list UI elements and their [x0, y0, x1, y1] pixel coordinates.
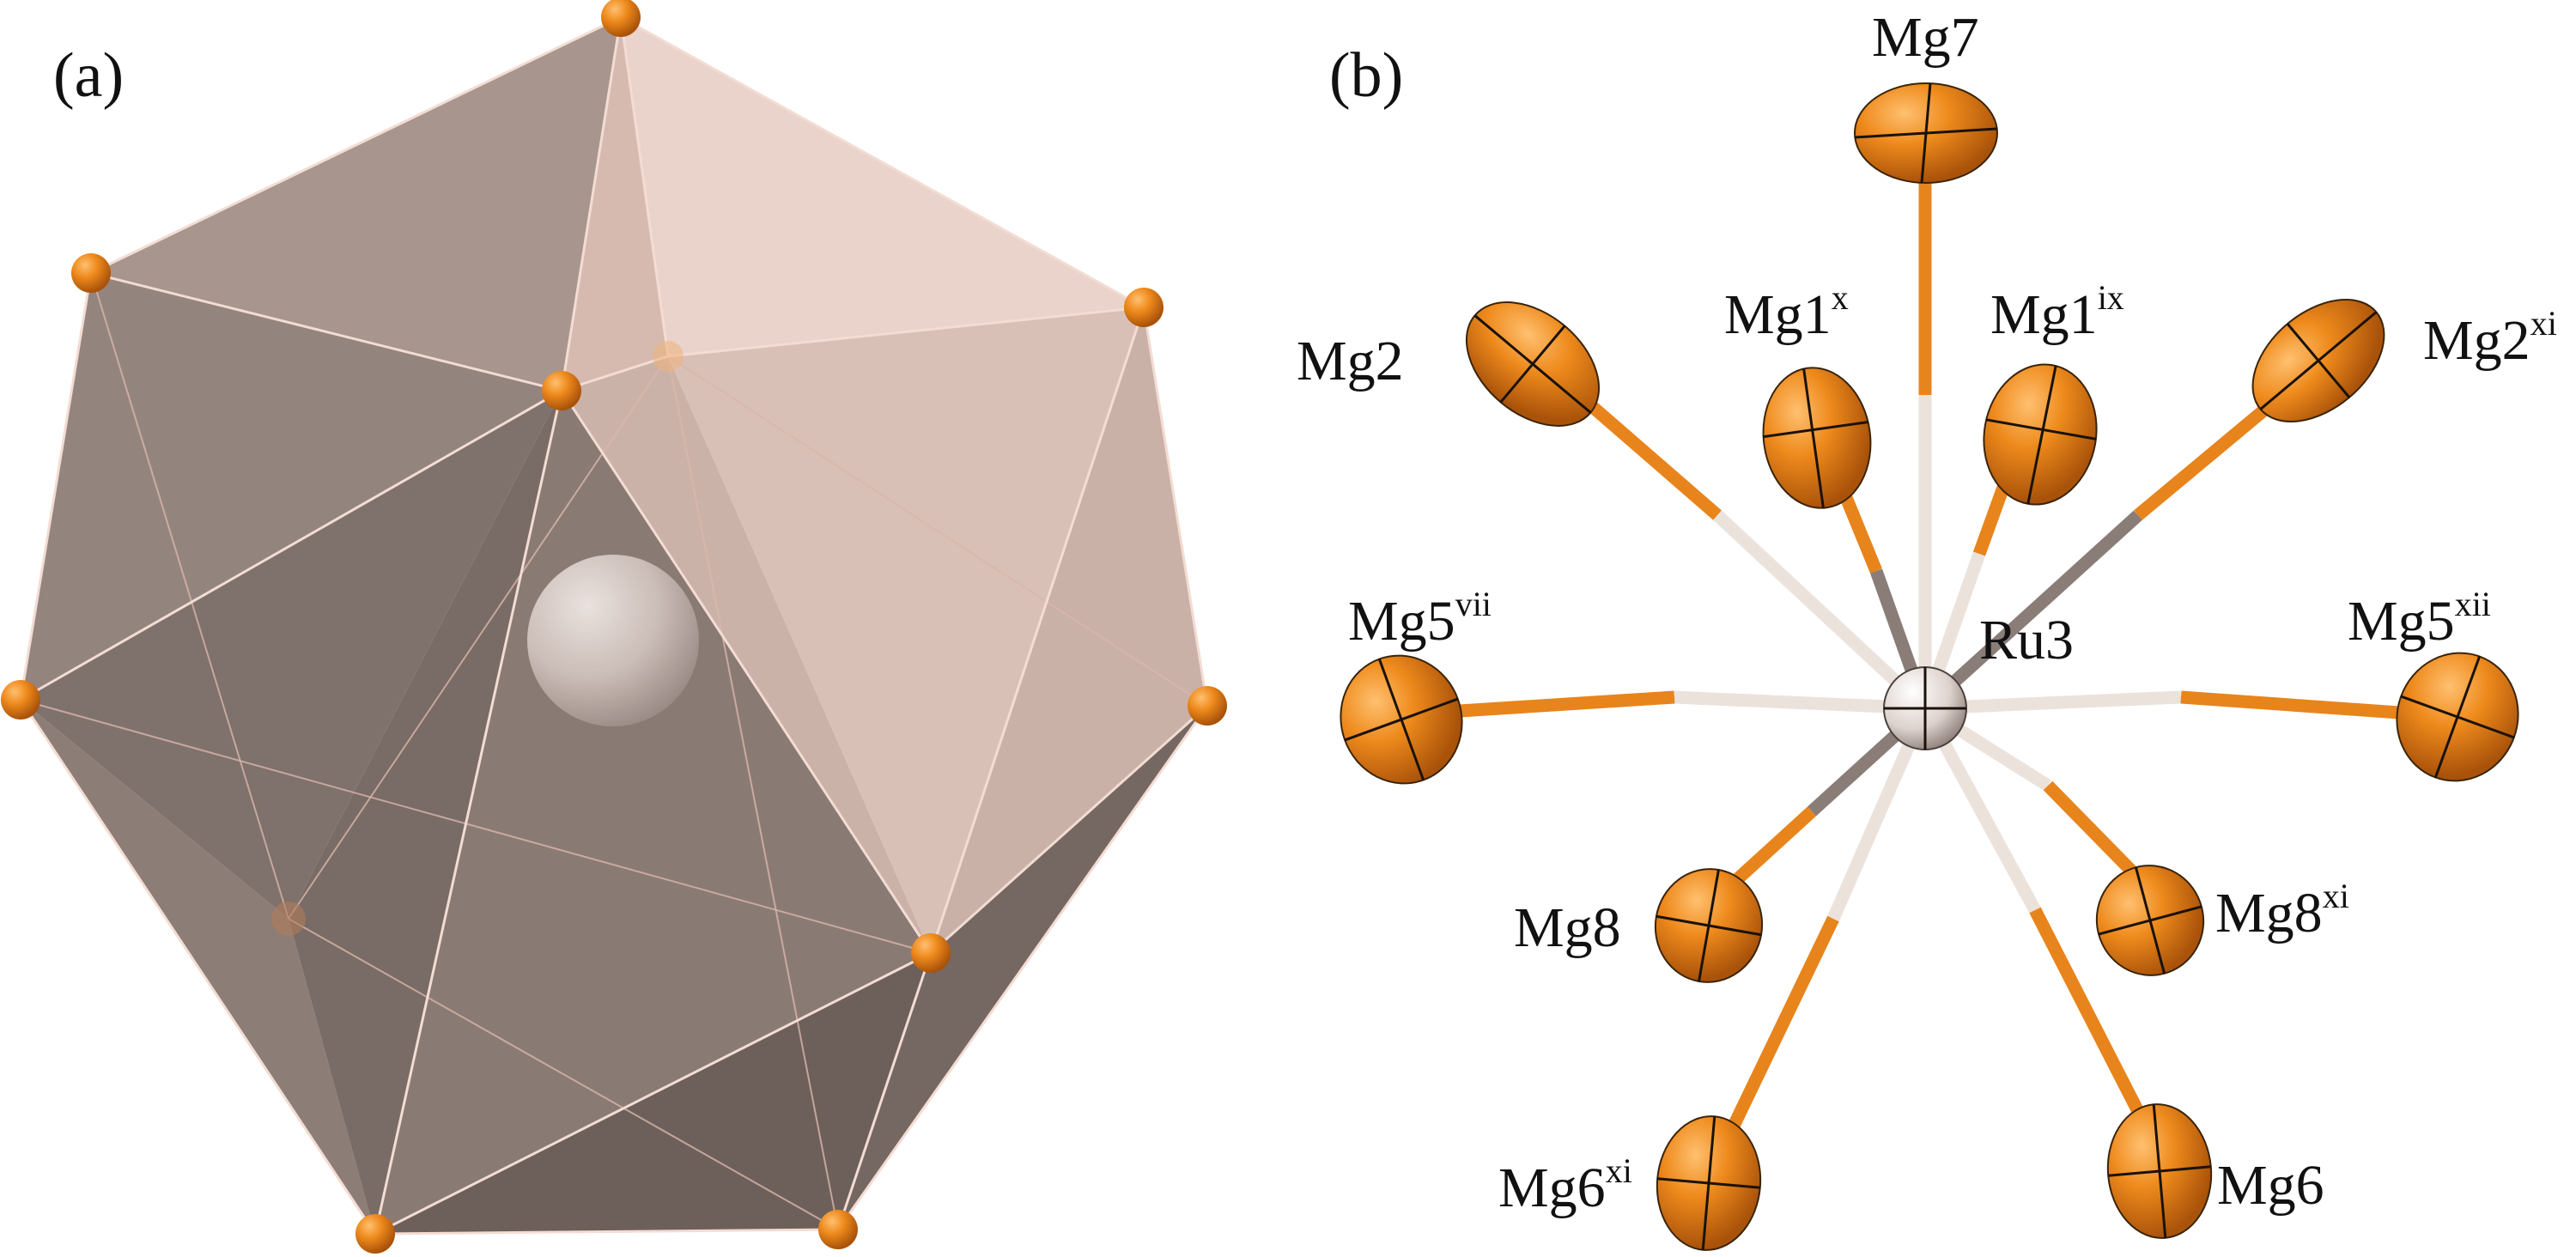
polyhedron-edges [19, 15, 1209, 1236]
panel-a-polyhedron: (a) [1, 0, 1227, 1254]
polyhedron-face [562, 356, 931, 953]
bond [1924, 690, 2182, 715]
mg2-label: Mg2 [1297, 330, 1404, 392]
mg-vertex [1124, 288, 1163, 327]
polyhedron-face [562, 17, 668, 391]
mg8xi-label: Mg8xi [2215, 877, 2349, 944]
mg1ix-label: Mg1ix [1990, 278, 2124, 346]
panel-b-label: (b) [1329, 40, 1403, 111]
mg1ix-ellipsoid [1983, 363, 2098, 506]
mg2xi-label: Mg2xi [2423, 304, 2557, 372]
polyhedron-vertices [1, 0, 1227, 1254]
ru3-atom [1883, 666, 1967, 750]
bonds [1459, 163, 2401, 1145]
mg2xi-ellipsoid [2251, 299, 2385, 422]
bond [1920, 510, 2143, 714]
mg1x-ellipsoid [1762, 367, 1872, 509]
atom-labels: Ru3 Mg7 Mg1x Mg1ix Mg2 Mg2xi Mg5vii Mg5x… [1297, 6, 2557, 1219]
mg7-label: Mg7 [1872, 6, 1979, 69]
mg6xi-label: Mg6xi [1498, 1151, 1632, 1219]
mg2-ellipsoid [1465, 301, 1601, 427]
bond [1712, 510, 1930, 714]
mg-vertex [355, 1214, 395, 1254]
mg1x-label: Mg1x [1724, 278, 1849, 346]
mg-vertex [542, 371, 581, 410]
mg-ellipsoids [1340, 82, 2519, 1251]
mg-vertex [71, 253, 111, 293]
mg6xi-ellipsoid [1656, 1115, 1762, 1251]
mg5vii-label: Mg5vii [1348, 585, 1492, 653]
bond [1459, 690, 1675, 718]
mg-vertex-hidden [271, 902, 306, 936]
bond [2180, 690, 2401, 720]
panel-a-label: (a) [53, 40, 124, 111]
mg-vertex [1188, 686, 1227, 726]
panel-b-coordination: (b) [1297, 6, 2557, 1251]
mg5xii-ellipsoid [2396, 652, 2519, 782]
mg8xi-ellipsoid [2095, 865, 2205, 976]
polyhedron-face [621, 17, 1144, 356]
mg-vertex [1, 680, 40, 720]
mg8-label: Mg8 [1514, 896, 1621, 959]
mg6-label: Mg6 [2217, 1154, 2324, 1217]
mg5xii-label: Mg5xii [2348, 585, 2491, 653]
bond [2029, 907, 2151, 1128]
mg-vertex [818, 1210, 858, 1249]
polyhedron-face [931, 307, 1207, 953]
mg5vii-ellipsoid [1340, 654, 1463, 785]
polyhedron-face [668, 307, 1144, 953]
mg6-ellipsoid [2106, 1103, 2213, 1239]
bond [1720, 915, 1839, 1145]
ru3-label: Ru3 [1979, 609, 2074, 671]
mg8-ellipsoid [1654, 868, 1764, 983]
polyhedron-face [21, 273, 562, 700]
mg7-ellipsoid [1854, 82, 1998, 184]
polyhedron-face [21, 391, 562, 919]
ru-center-atom [527, 555, 699, 726]
mg-vertex [601, 0, 641, 37]
bond [2043, 780, 2142, 881]
polyhedron-face [91, 17, 621, 391]
mg-vertex [911, 933, 951, 973]
mg-vertex-hidden [653, 341, 683, 372]
polyhedron-back-edges [20, 272, 1208, 1230]
